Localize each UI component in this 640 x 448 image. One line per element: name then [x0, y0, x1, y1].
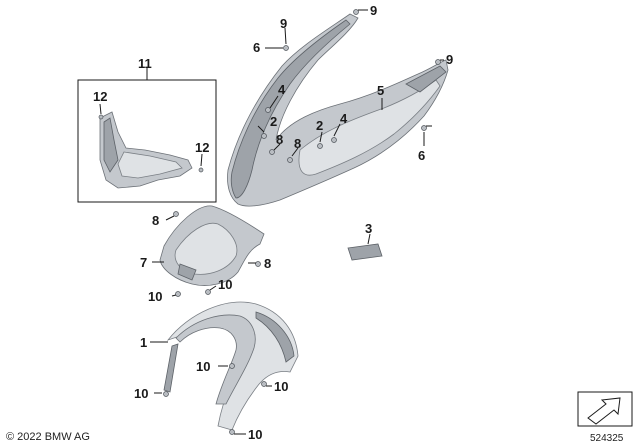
- callout-label: 3: [365, 221, 372, 236]
- callout-label: 12: [195, 140, 209, 155]
- screw-icon: [255, 261, 261, 267]
- screw-icon: [229, 363, 235, 369]
- callout-label: 4: [340, 111, 348, 126]
- callout-label: 10: [274, 379, 288, 394]
- callout-label: 8: [294, 136, 301, 151]
- callout-label: 12: [93, 89, 107, 104]
- callout-label: 6: [418, 148, 425, 163]
- screw-icon: [198, 167, 204, 173]
- callout-label: 4: [278, 82, 286, 97]
- callout-label: 8: [276, 132, 283, 147]
- callout-label: 10: [248, 427, 262, 442]
- screw-icon: [287, 157, 293, 163]
- callout-label: 10: [148, 289, 162, 304]
- screw-icon: [265, 107, 271, 113]
- callout-label: 11: [138, 56, 152, 71]
- screw-icon: [173, 211, 179, 217]
- screw-icon: [317, 143, 323, 149]
- callout-label: 10: [196, 359, 210, 374]
- screw-icon: [163, 391, 169, 397]
- callout-label: 6: [253, 40, 260, 55]
- screw-icon: [229, 429, 235, 435]
- callout-label: 1: [140, 335, 147, 350]
- inner-mudguard-part: [159, 205, 265, 286]
- callout-label: 9: [370, 3, 377, 18]
- callout-label: 9: [446, 52, 453, 67]
- callout-label: 5: [377, 83, 384, 98]
- callout-numbers: 9 6 9 5 4 2 4 2 9 8 8 6 11 12 12 3 8 7 8…: [93, 3, 453, 442]
- diagram-number: 524325: [590, 433, 624, 444]
- screws: [163, 9, 441, 435]
- callout-label: 2: [270, 114, 277, 129]
- front-mudguard-part: [163, 301, 299, 431]
- reflector-part: [347, 243, 383, 261]
- arrow-icon: [577, 391, 633, 427]
- screw-icon: [421, 125, 427, 131]
- callout-label: 8: [264, 256, 271, 271]
- screw-icon: [261, 381, 267, 387]
- callout-label: 2: [316, 118, 323, 133]
- copyright-text: © 2022 BMW AG: [6, 431, 90, 443]
- screw-icon: [435, 59, 441, 65]
- screw-icon: [175, 291, 181, 297]
- screw-icon: [205, 289, 211, 295]
- callout-label: 10: [134, 386, 148, 401]
- callout-label: 9: [280, 16, 287, 31]
- screw-icon: [98, 114, 104, 120]
- screw-icon: [283, 45, 289, 51]
- callout-label: 10: [218, 277, 232, 292]
- screw-icon: [331, 137, 337, 143]
- leader-lines: [99, 9, 444, 435]
- front-fairing-part: [227, 13, 449, 207]
- screw-icon: [353, 9, 359, 15]
- small-fairing-part: [99, 111, 193, 189]
- callout-label: 8: [152, 213, 159, 228]
- screw-icon: [269, 149, 275, 155]
- screw-icon: [261, 133, 267, 139]
- callout-label: 7: [140, 255, 147, 270]
